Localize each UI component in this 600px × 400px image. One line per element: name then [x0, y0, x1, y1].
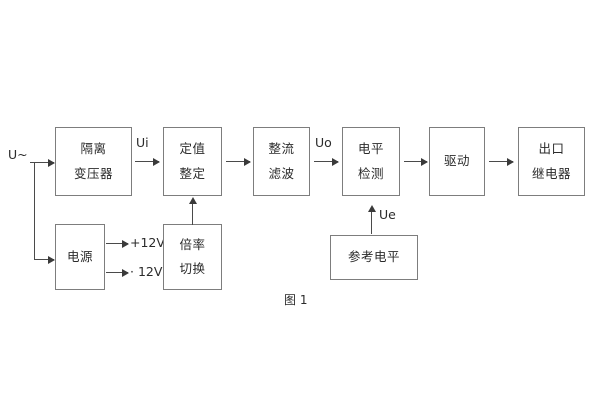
arrow-rectify-to-level-detect [314, 157, 339, 166]
block-isolation-transformer-line1: 隔离 [80, 141, 107, 156]
signal-label-ue: Ue [379, 207, 396, 222]
arrow-rail-positive [106, 239, 129, 248]
block-output-relay-line2: 继电器 [531, 165, 571, 181]
arrow-multiplier-to-setting [188, 197, 197, 225]
block-rectify-filter[interactable]: 整流 滤波 [253, 127, 310, 196]
input-signal-label-u: U~ [8, 147, 28, 162]
block-output-relay-line1: 出口 [538, 141, 565, 156]
block-reference-level[interactable]: 参考电平 [330, 235, 418, 280]
rail-label-positive: +12V [130, 235, 165, 250]
arrow-level-detect-to-drive [404, 157, 428, 166]
block-setting-value-line1: 定值 [179, 141, 206, 156]
block-multiplier-switch-line1: 倍率 [179, 236, 206, 252]
arrow-rail-negative [106, 268, 129, 277]
block-isolation-transformer-line2: 变压器 [73, 165, 113, 181]
input-bus-stub [30, 162, 35, 163]
block-setting-value[interactable]: 定值 整定 [163, 127, 222, 196]
block-drive[interactable]: 驱动 [429, 127, 485, 196]
signal-label-uo: Uo [315, 135, 332, 150]
block-rectify-filter-line1: 整流 [268, 141, 295, 156]
block-power-supply-line1: 电源 [66, 248, 93, 264]
block-multiplier-switch-line2: 切换 [179, 261, 206, 276]
figure-caption: 图 1 [284, 293, 308, 307]
input-bus-vertical [34, 162, 35, 259]
block-reference-level-line1: 参考电平 [347, 249, 400, 265]
block-drive-line1: 驱动 [443, 153, 470, 169]
block-level-detect-line1: 电平 [357, 141, 384, 156]
block-setting-value-line2: 整定 [179, 165, 206, 181]
block-rectify-filter-line2: 滤波 [268, 165, 295, 181]
arrow-setting-to-rectify [226, 157, 251, 166]
arrow-reference-to-level-detect [367, 205, 376, 234]
arrow-isolation-to-setting [135, 157, 160, 166]
block-level-detect-line2: 检测 [357, 165, 384, 181]
block-output-relay[interactable]: 出口 继电器 [518, 127, 585, 196]
arrow-input-to-power-supply [34, 255, 55, 264]
arrow-input-to-isolation-transformer [34, 158, 55, 167]
block-level-detect[interactable]: 电平 检测 [342, 127, 400, 196]
arrow-drive-to-output-relay [489, 157, 514, 166]
block-isolation-transformer[interactable]: 隔离 变压器 [55, 127, 132, 196]
block-power-supply[interactable]: 电源 [55, 224, 105, 290]
rail-label-negative: · 12V [130, 264, 163, 279]
block-multiplier-switch[interactable]: 倍率 切换 [163, 224, 222, 290]
signal-label-ui: Ui [136, 135, 149, 150]
